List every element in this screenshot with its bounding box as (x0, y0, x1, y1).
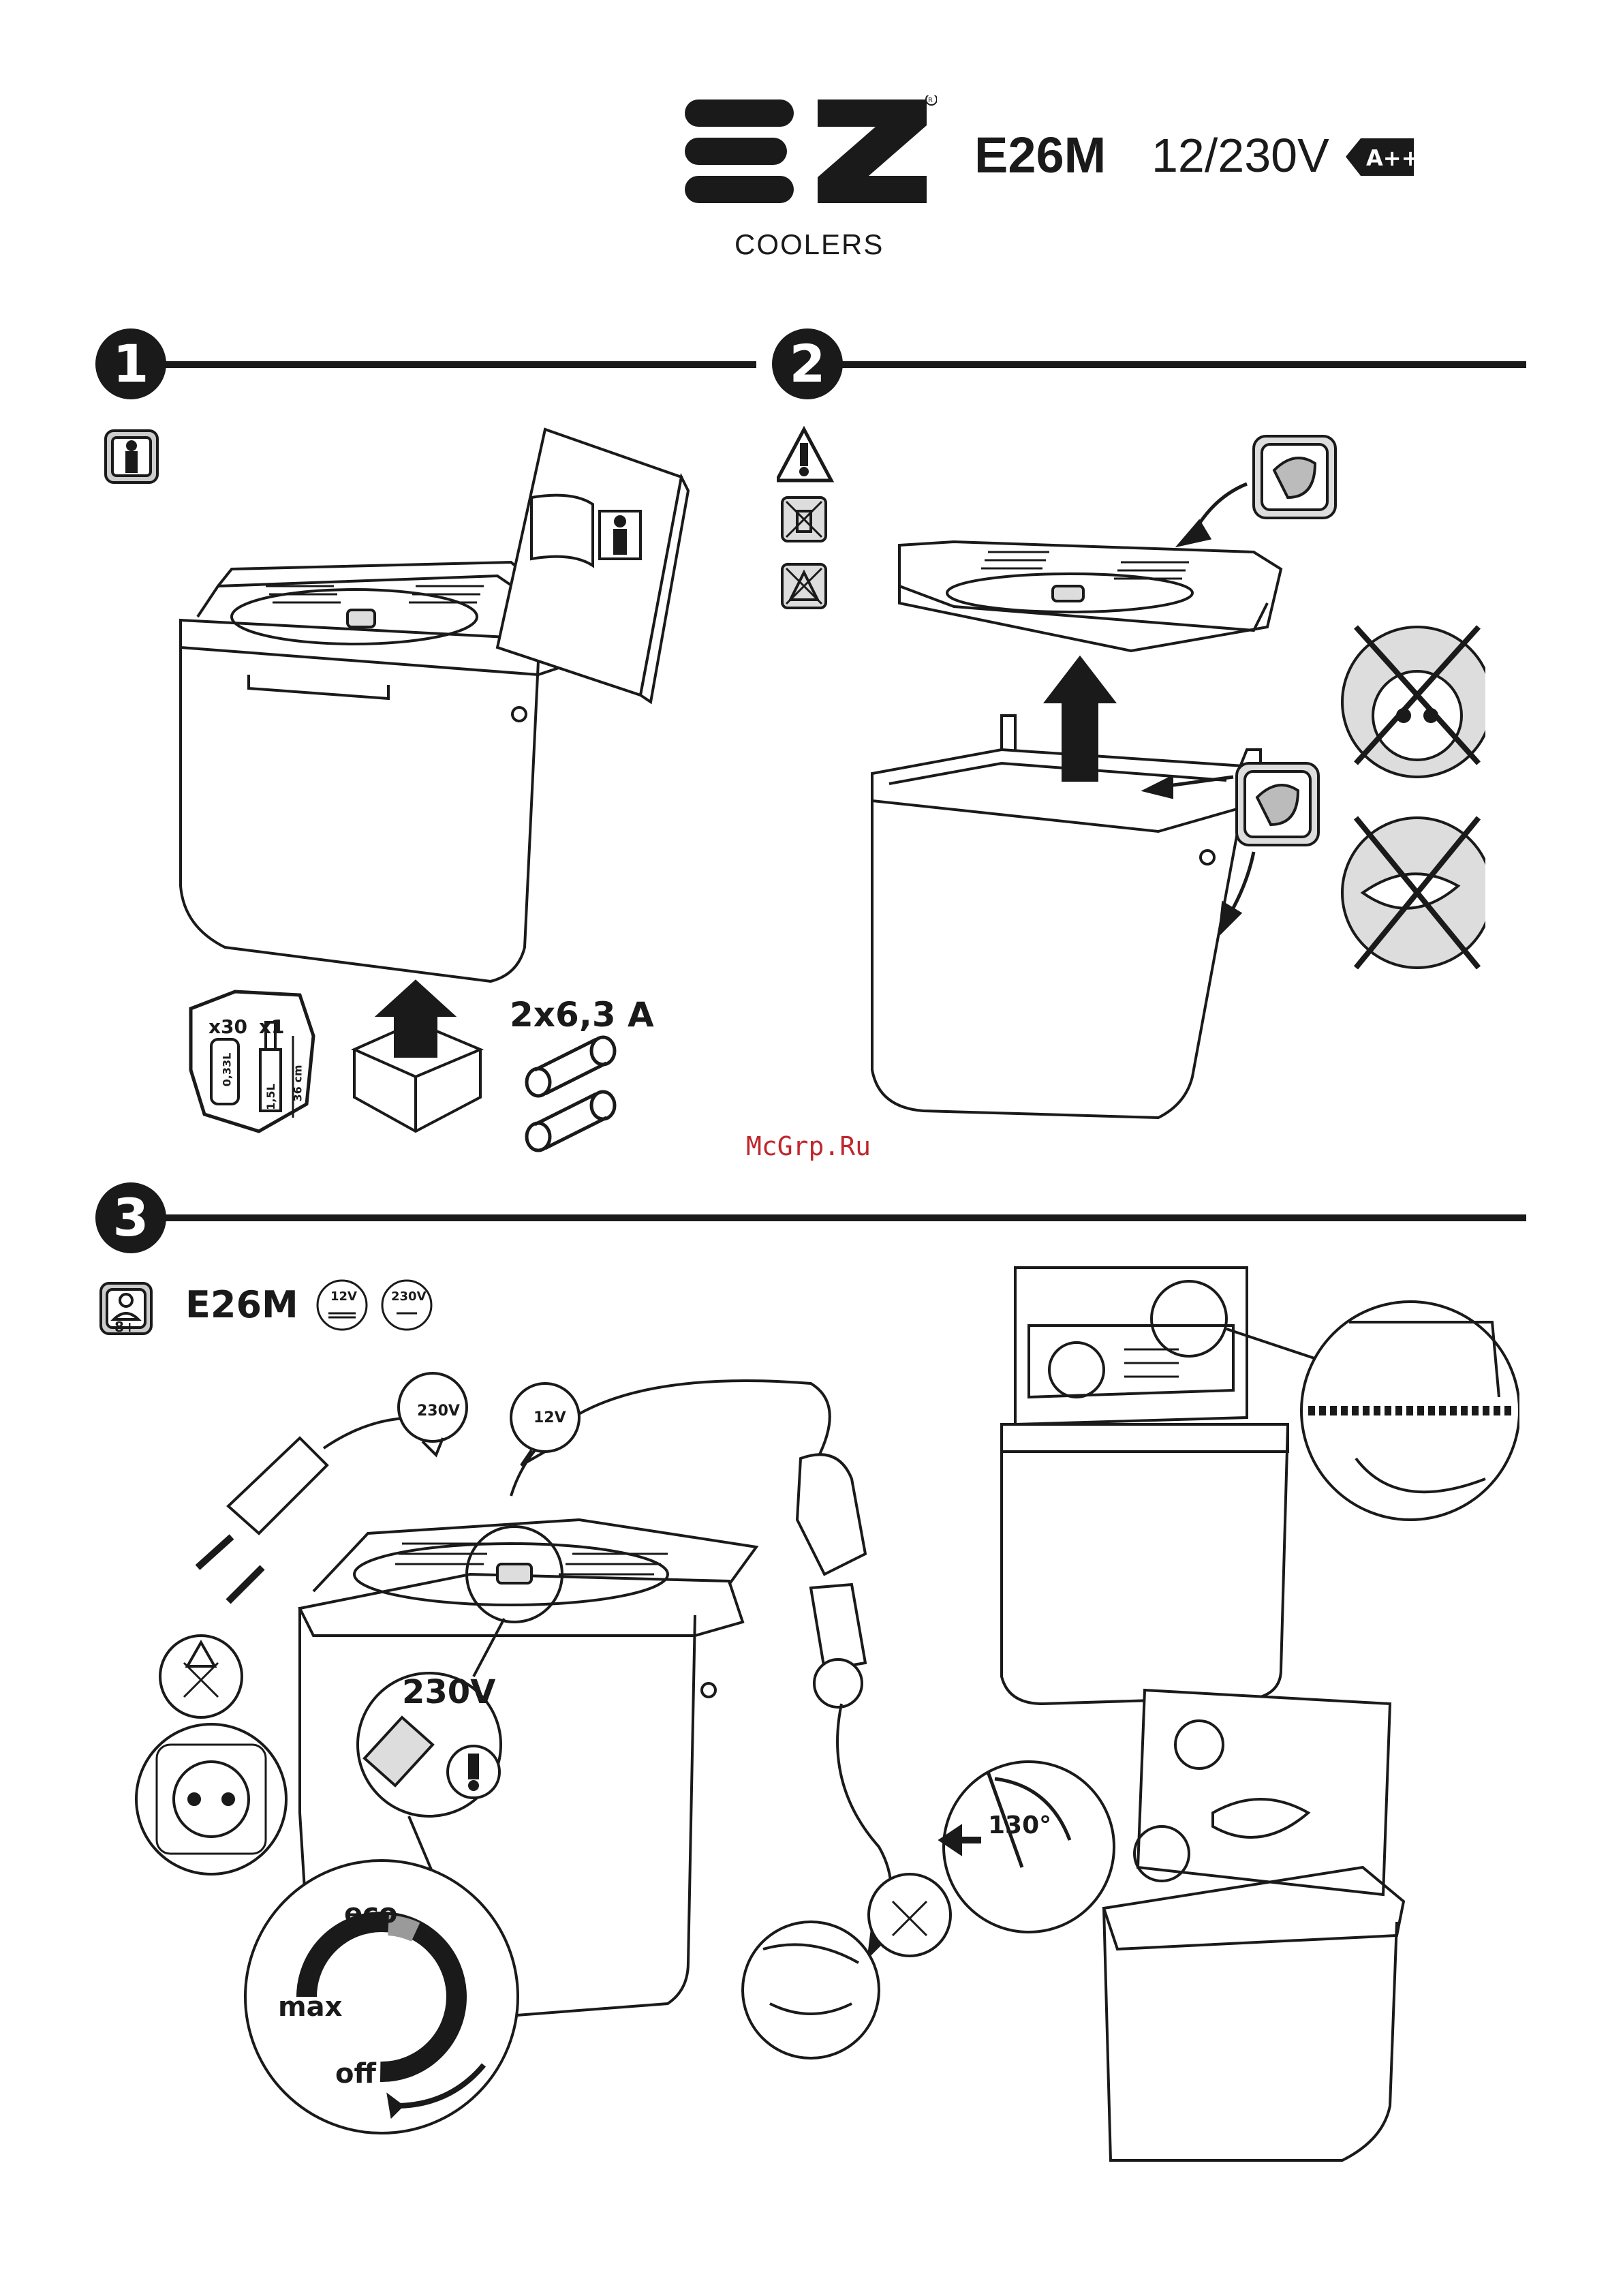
tag-12v: 12V (534, 1409, 566, 1426)
info-icon (106, 431, 157, 483)
cooler-height: 36 cm (292, 1065, 305, 1102)
bottle-size: 1,5L (264, 1084, 277, 1110)
energy-class-badge: A++ (1346, 138, 1414, 176)
step-1-illustration (102, 423, 715, 1159)
no-spray-icon (782, 498, 826, 541)
fuse-rating: 2x6,3 A (510, 995, 654, 1035)
can-size: 0,33L (220, 1053, 233, 1087)
lid-angle-label: 130° (988, 1811, 1051, 1839)
no-chemical-icon (782, 564, 826, 608)
step-3-circle: 3 (95, 1182, 166, 1253)
step-3-model: E26M (185, 1283, 298, 1326)
brand-subtitle: COOLERS (735, 228, 884, 261)
icon-12v-label: 12V (330, 1289, 357, 1304)
car-12v-icon (315, 1278, 369, 1332)
energy-class-text: A++ (1366, 145, 1414, 171)
age-label: 8+ (114, 1319, 136, 1335)
step-2-circle: 2 (772, 328, 843, 399)
step-3-main-illustration (129, 1349, 981, 2167)
voltage-label: 12/230V (1151, 128, 1329, 183)
watermark: McGrp.Ru (746, 1131, 871, 1161)
step-3-rule (164, 1214, 1526, 1221)
svg-text:R: R (928, 97, 933, 104)
step-2-rule (838, 361, 1526, 368)
icon-230v-label: 230V (391, 1289, 427, 1304)
mains-230v-icon (380, 1278, 434, 1332)
wipe-cloth-icon-2 (1145, 763, 1318, 934)
plug-voltage-label: 230V (402, 1673, 495, 1711)
warning-icon (777, 429, 831, 480)
brand-logo: R (685, 95, 937, 218)
wipe-cloth-icon (1179, 436, 1335, 545)
step-2-illustration (777, 423, 1485, 1131)
model-name: E26M (974, 126, 1106, 184)
capacity-bottles: x1 (259, 1015, 285, 1038)
tag-230v: 230V (417, 1403, 460, 1420)
step-3-lid-illustration (920, 1254, 1519, 2194)
dial-max-label: max (278, 1991, 342, 2023)
capacity-cans: x30 (208, 1015, 247, 1038)
dial-off-label: off (335, 2058, 376, 2090)
step-1-circle: 1 (95, 328, 166, 399)
step-1-rule (164, 361, 756, 368)
dial-eco-label: eco (344, 1898, 397, 1929)
no-plug-icon (1342, 818, 1485, 968)
no-socket-icon (1342, 627, 1485, 777)
